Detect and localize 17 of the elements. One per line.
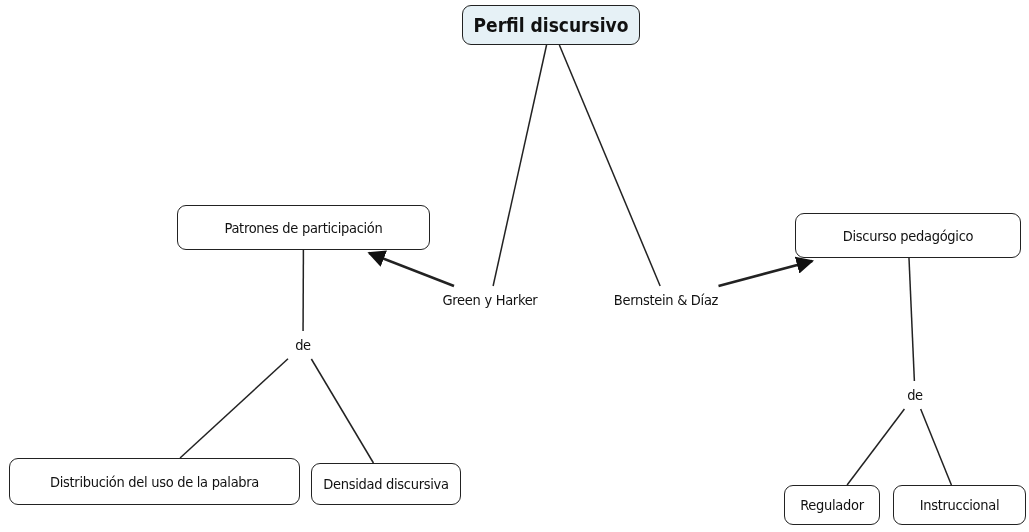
concept-box: Discurso pedagógico bbox=[795, 213, 1021, 258]
concept-box: Distribución del uso de la palabra bbox=[9, 458, 300, 505]
connector-line bbox=[558, 44, 661, 287]
arrow bbox=[718, 256, 814, 288]
concept-box: Instruccional bbox=[893, 485, 1026, 525]
connector-line bbox=[179, 358, 289, 459]
connector-line bbox=[310, 358, 375, 464]
connector-line bbox=[919, 408, 953, 486]
connector-line bbox=[908, 257, 916, 382]
connector-line bbox=[302, 249, 305, 332]
concept-box: Perfil discursivo bbox=[462, 5, 640, 45]
arrow bbox=[367, 250, 455, 288]
concept-box: Regulador bbox=[784, 485, 880, 525]
concept-box: Patrones de participación bbox=[177, 205, 430, 250]
connector-line bbox=[492, 44, 548, 287]
concept-box: Densidad discursiva bbox=[311, 463, 461, 505]
connector-line bbox=[846, 408, 906, 486]
